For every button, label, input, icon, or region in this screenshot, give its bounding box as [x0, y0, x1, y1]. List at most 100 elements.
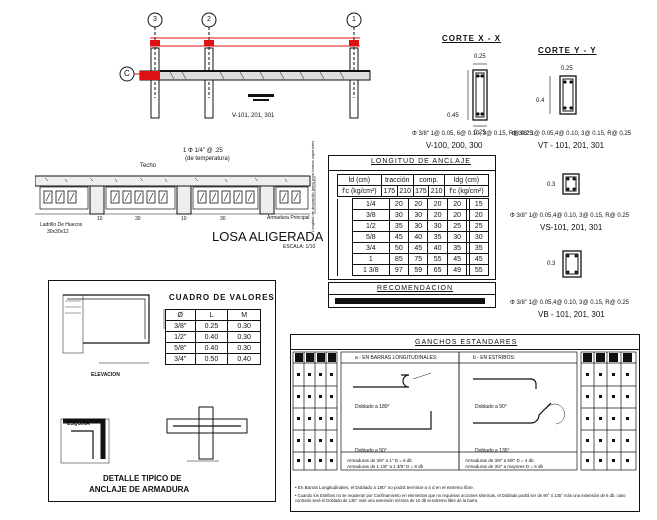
- losa-d30-a: 30: [135, 216, 141, 222]
- table-cell: 40: [427, 242, 448, 254]
- table-cell: 20: [468, 209, 489, 221]
- corte-x-dim-top: 0.25: [474, 54, 486, 60]
- vs-caption: VS-101, 201, 301: [540, 223, 603, 232]
- ganchos-nota-a2: Armaduras de 1 1/8" a 1 3/8" D = 8 db: [347, 464, 424, 469]
- corte-y-stirrup-note: Φ 3/8" 1@ 0.05,4@ 0.10, 3@ 0.15, R@ 0.25: [512, 131, 632, 137]
- cuadro-detalle2: ANCLAJE DE ARMADURA: [89, 485, 190, 494]
- losa-temp-label: 1 Φ 1/4" @ .25: [183, 148, 223, 154]
- vs-section: 0.3: [545, 168, 605, 208]
- vb-section: 0.3: [545, 245, 605, 290]
- ganchos-footer2: • Cuando los Estribos no se requieran po…: [295, 493, 626, 503]
- corte-y-section: CORTE Y - Y 0.25 0.4: [520, 40, 650, 130]
- cuadro-h-l: L: [194, 309, 229, 321]
- table-cell: 30: [446, 231, 468, 243]
- ganchos-col-b: b - EN ESTRIBOS:: [473, 355, 516, 361]
- corte-y-title: CORTE Y - Y: [538, 46, 597, 55]
- corte-x-section: CORTE X - X 0.25 0.45 0.25: [410, 28, 520, 158]
- table-cell: 59: [408, 264, 429, 276]
- table-cell: 55: [427, 253, 448, 265]
- table-cell: 25: [446, 220, 468, 232]
- ganchos-nota-b2: Armaduras de 3/4" a mayores D = 6 db: [465, 464, 544, 469]
- losa-scale: ESCALA: 1/10: [283, 244, 316, 250]
- table-cell: 30: [408, 220, 429, 232]
- cuadro-h-diam: Ø: [165, 309, 196, 321]
- vs-dim: 0.3: [547, 182, 556, 188]
- anclaje-title: LONGITUD DE ANCLAJE: [371, 158, 471, 165]
- ganchos-d180: Doblado a 180°: [355, 404, 390, 410]
- axis-1-label: 1: [352, 16, 356, 23]
- anclaje-h-fc: f'c (kg/cm²): [337, 185, 382, 197]
- anclaje-h-fc2: f'c (kg/cm²): [444, 185, 489, 197]
- losa-temp2-label: (de temperatura): [185, 156, 230, 162]
- ganchos-d90b: Doblado a 90°: [355, 448, 387, 454]
- losa-ladrillo-label: Ladrillo De Huecos: [40, 222, 83, 228]
- table-cell: 20: [408, 198, 429, 210]
- table-cell: 1 3/8: [352, 264, 390, 276]
- table-cell: 20: [427, 209, 448, 221]
- vb-stirrup-note: Φ 3/8" 1@ 0.05,4@ 0.10, 3@ 0.15, R@ 0.25: [510, 300, 630, 306]
- losa-d10-a: 10: [97, 216, 103, 222]
- vb-caption: VB - 101, 201, 301: [538, 310, 605, 319]
- losa-d10-b: 10: [181, 216, 187, 222]
- table-cell: 45: [446, 253, 468, 265]
- corte-x-dim-side: 0.45: [447, 113, 459, 119]
- corte-y-dim-top: 0.25: [561, 66, 573, 72]
- recomendacion-bar: [335, 298, 485, 304]
- losa-aligerada-detail: Techo 1 Φ 1/4" @ .25 (de temperatura) 10…: [35, 148, 325, 250]
- table-cell: 45: [408, 242, 429, 254]
- anclaje-side-label: Longitud de desarrollo (mm) para barras …: [310, 140, 315, 232]
- table-cell: 3/4: [352, 242, 390, 254]
- table-cell: 1: [352, 253, 390, 265]
- table-cell: 49: [446, 264, 468, 276]
- table-cell: 75: [408, 253, 429, 265]
- table-cell: 20: [388, 198, 410, 210]
- ganchos-nota-a1: Armaduras de 3/8" a 1" D = 6 db: [347, 458, 412, 463]
- table-cell: 20: [427, 198, 448, 210]
- table-cell: 1/4: [352, 198, 390, 210]
- axis-c-label: C: [124, 69, 130, 78]
- table-cell: 35: [388, 220, 410, 232]
- table-cell: 45: [388, 231, 410, 243]
- table-cell: 30: [408, 209, 429, 221]
- ganchos-panel: GANCHOS ESTANDARES: [290, 334, 640, 512]
- ganchos-d90a: Doblado a 90°: [475, 404, 507, 410]
- table-cell: 15: [468, 198, 489, 210]
- table-cell: 35: [446, 242, 468, 254]
- table-cell: 85: [388, 253, 410, 265]
- axis-3-label: 3: [153, 16, 157, 23]
- corte-x-title: CORTE X - X: [442, 34, 502, 43]
- axis-2-label: 2: [207, 16, 211, 23]
- losa-techo-label: Techo: [140, 163, 157, 169]
- losa-armadura-label: Armadura Principal: [267, 215, 310, 221]
- recomendacion-title: RECOMENDACION: [377, 285, 454, 292]
- table-cell: 45: [468, 253, 489, 265]
- table-cell: 3/8: [352, 209, 390, 221]
- table-cell: 30: [388, 209, 410, 221]
- cuadro-detalle1: DETALLE TIPICO DE: [103, 474, 182, 483]
- plan-caption: V-101, 201, 301: [232, 113, 275, 119]
- corte-y-caption: VT - 101, 201, 301: [538, 141, 605, 150]
- anclaje-h-ld: ld (cm): [337, 174, 382, 186]
- table-cell: 5/8: [352, 231, 390, 243]
- cuadro-elevacion: ELEVACION: [91, 372, 120, 378]
- ganchos-nota-b1: Armaduras de 3/8" a 5/8" D = 4 db: [465, 458, 534, 463]
- table-cell: 55: [468, 264, 489, 276]
- table-cell: 40: [408, 231, 429, 243]
- anclaje-h-ldg: ldg (cm): [444, 174, 489, 186]
- table-cell: 20: [446, 209, 468, 221]
- table-cell: 50: [388, 242, 410, 254]
- corte-x-dim-bottom: 0.25: [474, 130, 486, 136]
- ganchos-d135: Doblado a 135°: [475, 448, 510, 454]
- cuadro-title: CUADRO DE VALORES: [169, 293, 275, 302]
- vb-dim: 0.3: [547, 261, 556, 267]
- table-cell: 25: [468, 220, 489, 232]
- table-cell: 65: [427, 264, 448, 276]
